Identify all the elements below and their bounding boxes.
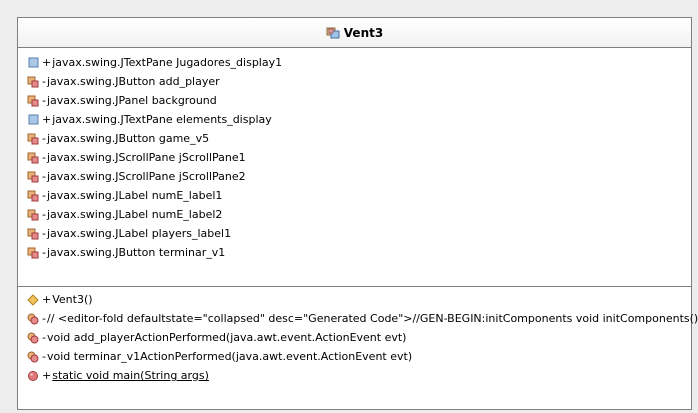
- method-text: static void main(String args): [52, 369, 209, 382]
- field-text: javax.swing.JButton game_v5: [46, 132, 210, 145]
- method-row[interactable]: - // <editor-fold defaultstate="collapse…: [27, 309, 698, 328]
- field-text: javax.swing.JButton add_player: [46, 75, 220, 88]
- visibility-marker: -: [42, 227, 46, 240]
- field-text: javax.swing.JTextPane Jugadores_display1: [52, 56, 283, 69]
- method-row[interactable]: - void terminar_v1ActionPerformed(java.a…: [27, 347, 412, 366]
- field-text: javax.swing.JScrollPane jScrollPane2: [46, 170, 246, 183]
- private-field-icon: [27, 171, 39, 183]
- visibility-marker: -: [42, 151, 46, 164]
- field-row[interactable]: - javax.swing.JPanel background: [27, 91, 217, 110]
- private-field-icon: [27, 247, 39, 259]
- visibility-marker: -: [42, 312, 46, 325]
- compartment-divider: [18, 286, 691, 287]
- visibility-marker: +: [42, 293, 52, 306]
- field-row[interactable]: + javax.swing.JTextPane elements_display: [27, 110, 272, 129]
- visibility-marker: -: [42, 75, 46, 88]
- field-text: javax.swing.JLabel players_label1: [46, 227, 232, 240]
- visibility-marker: -: [42, 350, 46, 363]
- static-method-icon: [27, 370, 39, 382]
- field-text: javax.swing.JTextPane elements_display: [52, 113, 272, 126]
- method-text: // <editor-fold defaultstate="collapsed"…: [46, 312, 698, 325]
- private-method-icon: [27, 332, 39, 344]
- visibility-marker: +: [42, 56, 52, 69]
- fields-compartment: + javax.swing.JTextPane Jugadores_displa…: [18, 48, 691, 301]
- uml-class-box[interactable]: Vent3 + javax.swing.JTextPane Jugadores_…: [17, 17, 698, 410]
- field-text: javax.swing.JPanel background: [46, 94, 217, 107]
- class-icon: [326, 27, 340, 39]
- private-field-icon: [27, 95, 39, 107]
- methods-compartment: + Vent3() - // <editor-fold defaultstate…: [18, 288, 698, 408]
- method-row[interactable]: + static void main(String args): [27, 366, 209, 385]
- field-row[interactable]: - javax.swing.JScrollPane jScrollPane1: [27, 148, 246, 167]
- field-row[interactable]: - javax.swing.JScrollPane jScrollPane2: [27, 167, 246, 186]
- private-field-icon: [27, 76, 39, 88]
- private-field-icon: [27, 228, 39, 240]
- method-text: void terminar_v1ActionPerformed(java.awt…: [46, 350, 413, 363]
- field-text: javax.swing.JButton terminar_v1: [46, 246, 226, 259]
- method-text: void add_playerActionPerformed(java.awt.…: [46, 331, 407, 344]
- constructor-icon: [27, 293, 39, 306]
- visibility-marker: +: [42, 369, 52, 382]
- field-row[interactable]: - javax.swing.JButton add_player: [27, 72, 220, 91]
- field-row[interactable]: - javax.swing.JLabel numE_label1: [27, 186, 222, 205]
- visibility-marker: -: [42, 170, 46, 183]
- method-row[interactable]: + Vent3(): [27, 290, 93, 309]
- visibility-marker: -: [42, 208, 46, 221]
- field-row[interactable]: - javax.swing.JButton game_v5: [27, 129, 209, 148]
- class-name: Vent3: [343, 25, 384, 40]
- private-method-icon: [27, 351, 39, 363]
- private-field-icon: [27, 209, 39, 221]
- field-text: javax.swing.JLabel numE_label1: [46, 189, 223, 202]
- field-row[interactable]: - javax.swing.JLabel numE_label2: [27, 205, 222, 224]
- public-field-icon: [27, 114, 39, 126]
- visibility-marker: -: [42, 331, 46, 344]
- public-field-icon: [27, 57, 39, 69]
- method-row[interactable]: - void add_playerActionPerformed(java.aw…: [27, 328, 406, 347]
- private-method-icon: [27, 313, 39, 325]
- visibility-marker: -: [42, 132, 46, 145]
- visibility-marker: +: [42, 113, 52, 126]
- private-field-icon: [27, 190, 39, 202]
- field-text: javax.swing.JLabel numE_label2: [46, 208, 223, 221]
- visibility-marker: -: [42, 246, 46, 259]
- private-field-icon: [27, 152, 39, 164]
- field-row[interactable]: - javax.swing.JButton terminar_v1: [27, 243, 225, 262]
- field-row[interactable]: + javax.swing.JTextPane Jugadores_displa…: [27, 53, 282, 72]
- method-text: Vent3(): [52, 293, 93, 306]
- visibility-marker: -: [42, 189, 46, 202]
- field-text: javax.swing.JScrollPane jScrollPane1: [46, 151, 246, 164]
- field-row[interactable]: - javax.swing.JLabel players_label1: [27, 224, 231, 243]
- private-field-icon: [27, 133, 39, 145]
- visibility-marker: -: [42, 94, 46, 107]
- class-header: Vent3: [18, 18, 691, 48]
